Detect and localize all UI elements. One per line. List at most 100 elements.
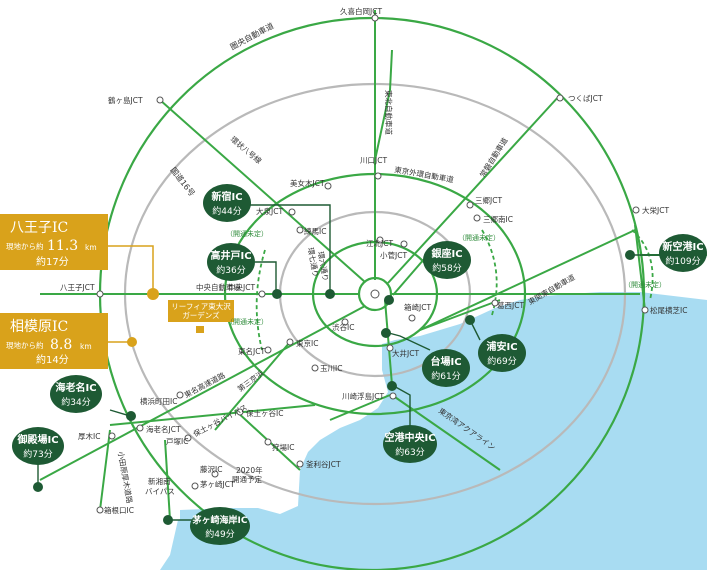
label-shibuya: 渋谷IC [332, 322, 354, 332]
node-sagamihara [127, 337, 137, 347]
node-fujisawa [211, 470, 219, 478]
road-ginza-link [392, 257, 426, 296]
planned-far-east [631, 229, 654, 301]
node-daiba [381, 328, 391, 338]
node-chuo [258, 290, 266, 298]
label-totsuka: 戸塚IC [166, 437, 188, 446]
dest-name: 銀座IC [431, 247, 462, 260]
label-tomei-jct: 東名JCT [238, 346, 265, 356]
road-matsuo [634, 224, 646, 311]
bubble-ginza: 銀座IC 約58分 [423, 241, 471, 279]
dest-time: 約36分 [216, 264, 245, 276]
bubble-shinkuko: 新空港IC 約109分 [659, 234, 707, 272]
node-nerima [296, 226, 304, 234]
node-tsukuba [556, 94, 564, 102]
label-kanazawa: 釜利谷JCT [306, 459, 341, 469]
node-hakozaki [408, 314, 416, 322]
label-ebina-jct: 海老名JCT [146, 424, 181, 434]
property-square [196, 326, 204, 333]
node-chigasaki-jct [191, 482, 199, 490]
label-chuo: 中央自動車道 [196, 282, 241, 292]
road-daisan [214, 341, 291, 431]
planned-west [255, 249, 266, 351]
node-tomei-jct [264, 346, 272, 354]
label-fujisawa: 藤沢IC [200, 464, 222, 474]
road-bayshore [419, 299, 501, 331]
node-ooizumi [288, 208, 296, 216]
bubble-daiba: 台場IC 約61分 [422, 349, 470, 387]
node-yokohama-machida [176, 391, 184, 399]
road-odawara [99, 429, 111, 511]
node-misato-s [473, 214, 481, 222]
tokyo-bay [160, 292, 707, 570]
property-name-2: ガーデンズ [182, 310, 220, 320]
road-shonan [164, 439, 171, 521]
bubble-urayasu: 浦安IC 約69分 [478, 334, 526, 372]
road-tomei [39, 305, 366, 481]
dest-time: 約58分 [432, 262, 461, 274]
label-2020-1: 2020年 [236, 465, 263, 475]
bubble-ebina: 海老名IC 約34分 [50, 375, 102, 413]
property-name-1: リーフィア東大沢 [171, 301, 231, 311]
label-bijogi: 美女木JCT [290, 178, 325, 188]
node-tsurugashima [156, 96, 164, 104]
origin-hachioji-time: 約17分 [36, 255, 69, 268]
node-chigasaki [163, 515, 173, 525]
node-tokyo-ic [286, 338, 294, 346]
node-kuki [371, 14, 379, 22]
node-hachioji-jct [96, 290, 104, 298]
road-kuko [329, 394, 391, 421]
label-ooizumi: 大泉JCT [256, 206, 283, 216]
label-chuo-jct: 中央JCT [228, 282, 255, 292]
label-kuki: 久喜白岡JCT [340, 6, 382, 16]
label-oya: 大栄JCT [642, 205, 669, 215]
label-ohi: 大井JCT [392, 348, 419, 358]
dest-name: 新宿IC [211, 190, 242, 203]
origin-sagamihara-num: 8.8 [50, 337, 72, 353]
label-hodogaya: 保土ヶ谷バイパス [191, 402, 249, 439]
node-shinjuku [325, 289, 335, 299]
dest-name: 台場IC [430, 355, 461, 368]
dest-name: 浦安IC [486, 340, 517, 353]
property-marker [147, 288, 159, 300]
node-gotemba [33, 482, 43, 492]
dest-time: 約44分 [212, 205, 241, 217]
origin-sagamihara-unit: km [80, 342, 92, 351]
origin-hachioji-num: 11.3 [47, 238, 78, 254]
node-bijogi [324, 182, 332, 190]
node-kariba [264, 438, 272, 446]
node-takaido [272, 289, 282, 299]
property-label-box [168, 300, 234, 322]
node-oya [632, 206, 640, 214]
label-yokohama-machida: 横浜町田IC [140, 396, 177, 406]
label-tomei: 東名高速道路 [182, 370, 227, 400]
label-misato: 三郷JCT [475, 196, 502, 205]
label-kawasaki: 川崎浮島JCT [342, 391, 384, 401]
dest-name: 新空港IC [662, 240, 703, 253]
dest-name: 空港中央IC [384, 431, 435, 444]
node-matsuo [641, 306, 649, 314]
dest-name: 御殿場IC [16, 433, 58, 446]
node-kanazawa [296, 460, 304, 468]
node-kuko [387, 381, 397, 391]
label-kosuge: 小菅JCT [380, 250, 407, 260]
node-atsugi [108, 432, 116, 440]
label-kanpachi: 環状八号線 [229, 134, 265, 166]
bubble-chigasaki: 茅ヶ崎海岸IC 約49分 [190, 507, 250, 545]
leader-kuko [391, 384, 411, 430]
node-tamagawa [311, 364, 319, 372]
label-chigasaki-jct: 茅ヶ崎JCT [200, 479, 235, 489]
node-totsuka [184, 434, 192, 442]
note-planned-2: （開通未定） [458, 233, 500, 242]
node-shinkuko [625, 250, 635, 260]
road-tohoku [374, 49, 393, 161]
dest-name: 高井戸IC [210, 249, 251, 262]
note-planned-3: （開通未定） [624, 280, 666, 289]
node-hakone [96, 506, 104, 514]
road-hodogaya [109, 404, 316, 426]
road-joban [387, 94, 561, 284]
label-hodogaya-ic: 保土ヶ谷IC [246, 408, 283, 418]
label-matsuo: 松尾横芝IC [650, 305, 687, 315]
dest-name: 海老名IC [55, 381, 96, 394]
origin-sagamihara-time: 約14分 [36, 353, 69, 366]
